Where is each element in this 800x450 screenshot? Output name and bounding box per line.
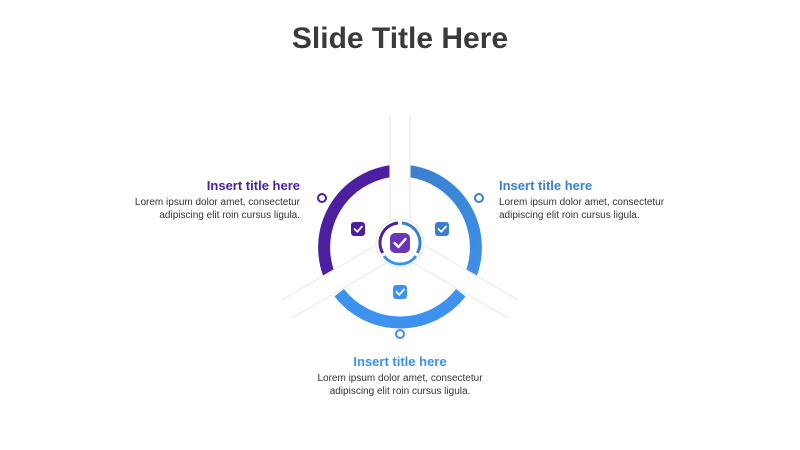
bottom-body-line-1: Lorem ipsum dolor amet, consectetur (317, 373, 483, 384)
center-ring-arc-left (378, 221, 399, 254)
ring-segment-bottom (334, 288, 466, 329)
center-ring-arc-right (401, 221, 422, 254)
left-marker-circle (317, 193, 327, 203)
right-marker-circle (474, 193, 484, 203)
text-block-bottom: Insert title here Lorem ipsum dolor amet… (280, 354, 520, 398)
bottom-body-line-2: adipiscing elit roin cursus ligula. (329, 386, 471, 397)
slide-title: Slide Title Here (291, 22, 509, 55)
ring-segment-right (408, 165, 482, 279)
bottom-title: Insert title here (353, 354, 447, 369)
left-title: Insert title here (206, 178, 300, 193)
right-title: Insert title here (499, 178, 593, 193)
text-block-left: Insert title here Lorem ipsum dolor amet… (60, 178, 300, 222)
center-ring-arc-bottom (382, 255, 418, 266)
left-body-line-1: Lorem ipsum dolor amet, consectetur (134, 197, 300, 208)
bottom-marker-circle (395, 329, 405, 339)
right-body-line-1: Lorem ipsum dolor amet, consectetur (499, 197, 665, 208)
right-body-line-2: adipiscing elit roin cursus ligula. (499, 210, 640, 221)
ring-segment-left (318, 165, 392, 279)
text-block-right: Insert title here Lorem ipsum dolor amet… (499, 178, 739, 222)
left-check-icon (351, 222, 365, 236)
bottom-check-icon (393, 285, 407, 299)
center-check-icon (390, 233, 410, 253)
right-check-icon (435, 222, 449, 236)
spoke-top (389, 114, 411, 231)
left-body-line-2: adipiscing elit roin cursus ligula. (159, 210, 300, 221)
